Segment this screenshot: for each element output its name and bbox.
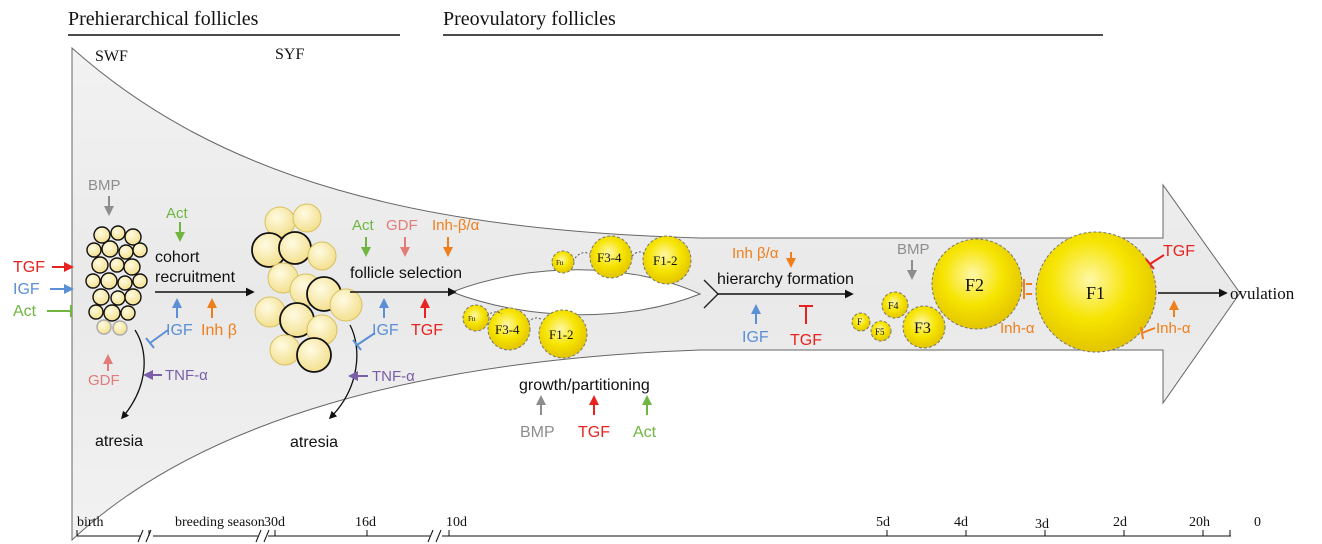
label-growth: growth/partitioning (519, 377, 650, 394)
follicle-f34-top (589, 235, 633, 279)
factor-bmp-6: BMP (897, 241, 930, 258)
factor-igf-5: IGF (742, 329, 769, 346)
split-lens (450, 269, 702, 316)
factor-tgf-1: TGF (13, 259, 45, 276)
follicle-f12-top (642, 235, 692, 285)
factor-gdf-3: GDF (386, 217, 418, 234)
header-prehierarchical: Prehierarchical follicles (68, 8, 259, 30)
label-f5: F5 (875, 327, 885, 337)
label-f34-bot: F3-4 (495, 322, 520, 337)
factor-inhba-3: Inh-β/α (432, 217, 480, 234)
tick-20h: 20h (1189, 515, 1210, 530)
label-hierarchy-formation: hierarchy formation (717, 271, 854, 288)
factor-bmp-1: BMP (88, 177, 121, 194)
label-f1: F1 (1086, 283, 1105, 303)
atresia-curve-1 (120, 329, 145, 420)
timeline: birth breeding season 30d 16d 10d 5d 4d … (76, 515, 1261, 543)
follicle-f1 (1035, 231, 1157, 353)
follicle-f3 (902, 305, 946, 349)
factor-igf-2: IGF (166, 322, 193, 339)
header-preovulatory: Preovulatory follicles (443, 8, 616, 30)
follicle-f2 (931, 238, 1023, 330)
factor-igf-3: IGF (372, 322, 399, 339)
follicle-f-small (851, 312, 871, 332)
inhibit-tgf-7-line (1149, 254, 1165, 265)
label-f2: F2 (965, 275, 984, 295)
tick-10d: 10d (446, 515, 467, 530)
label-fn-top: Fn (556, 259, 564, 267)
swf-follicle-cluster (85, 225, 148, 336)
atresia-curve-2 (328, 324, 358, 420)
follicle-f5 (870, 320, 892, 342)
factor-tgf-3: TGF (411, 322, 443, 339)
label-f-small: F (857, 317, 862, 327)
tick-0: 0 (1254, 515, 1261, 530)
tick-breeding: breeding season (175, 515, 265, 530)
factor-act-3: Act (352, 217, 375, 234)
timeline-break-2 (255, 529, 270, 543)
syf-follicle-cluster (251, 203, 363, 373)
label-cohort: cohort (155, 249, 200, 266)
tick-3d: 3d (1035, 517, 1049, 532)
factor-act-4: Act (633, 424, 657, 441)
tick-16d: 16d (355, 515, 376, 530)
factor-inha-7: Inh-α (1156, 320, 1191, 337)
tick-5d: 5d (876, 515, 890, 530)
inhibit-igf-3-line (356, 332, 376, 346)
factor-inhba-5: Inh β/α (732, 245, 779, 262)
factor-inha-6: Inh-α (1000, 320, 1035, 337)
factor-inhb-2: Inh β (201, 322, 237, 339)
hierarchy-follicles (851, 231, 1157, 353)
tick-30d: 30d (264, 515, 285, 530)
factor-act-2: Act (166, 205, 189, 222)
follicles-bottom-row (462, 304, 588, 359)
tick-4d: 4d (954, 515, 968, 530)
timeline-break-3 (427, 529, 442, 543)
inhibit-inha-7-bar (1140, 326, 1144, 340)
inhibit-igf-2-line (149, 329, 169, 344)
follicle-f34-bot (487, 307, 531, 351)
label-f3: F3 (914, 320, 931, 337)
tick-birth: birth (77, 515, 103, 530)
inhibit-igf-2-bar (145, 337, 155, 349)
factor-tgf-4: TGF (578, 424, 610, 441)
label-recruitment: recruitment (155, 269, 236, 286)
exchange-arrows-bot (486, 311, 543, 323)
follicles-top-row (551, 235, 692, 285)
label-atresia-1: atresia (95, 433, 143, 450)
follicle-fn-bot (462, 304, 490, 332)
factor-tnf-1: TNF-α (165, 367, 208, 384)
stage-syf: SYF (275, 46, 304, 63)
factor-gdf-1: GDF (88, 372, 120, 389)
factor-tgf-5: TGF (790, 332, 822, 349)
follicle-f4 (881, 291, 909, 319)
factor-tgf-7: TGF (1163, 243, 1195, 260)
label-f12-top: F1-2 (653, 253, 678, 268)
factor-bmp-4: BMP (520, 424, 555, 441)
inhibit-inha-7-line (1141, 327, 1156, 334)
inhibit-tgf-7-bar (1145, 258, 1155, 270)
label-follicle-selection: follicle selection (350, 265, 462, 282)
label-f4: F4 (888, 301, 899, 312)
factor-tnf-3: TNF-α (372, 368, 415, 385)
follicle-f12-bot (538, 309, 588, 359)
label-atresia-2: atresia (290, 434, 338, 451)
factor-igf-1: IGF (13, 281, 40, 298)
follicle-fn-top (551, 250, 575, 274)
exchange-arrows-top (574, 251, 646, 259)
label-ovulation: ovulation (1230, 284, 1295, 303)
factor-act-1: Act (13, 303, 37, 320)
tick-2d: 2d (1113, 515, 1127, 530)
inhibit-igf-3-bar (352, 339, 362, 351)
label-f34-top: F3-4 (597, 250, 622, 265)
stage-swf: SWF (95, 48, 128, 65)
label-f12-bot: F1-2 (549, 327, 574, 342)
label-fn-bot: Fn (468, 315, 476, 323)
